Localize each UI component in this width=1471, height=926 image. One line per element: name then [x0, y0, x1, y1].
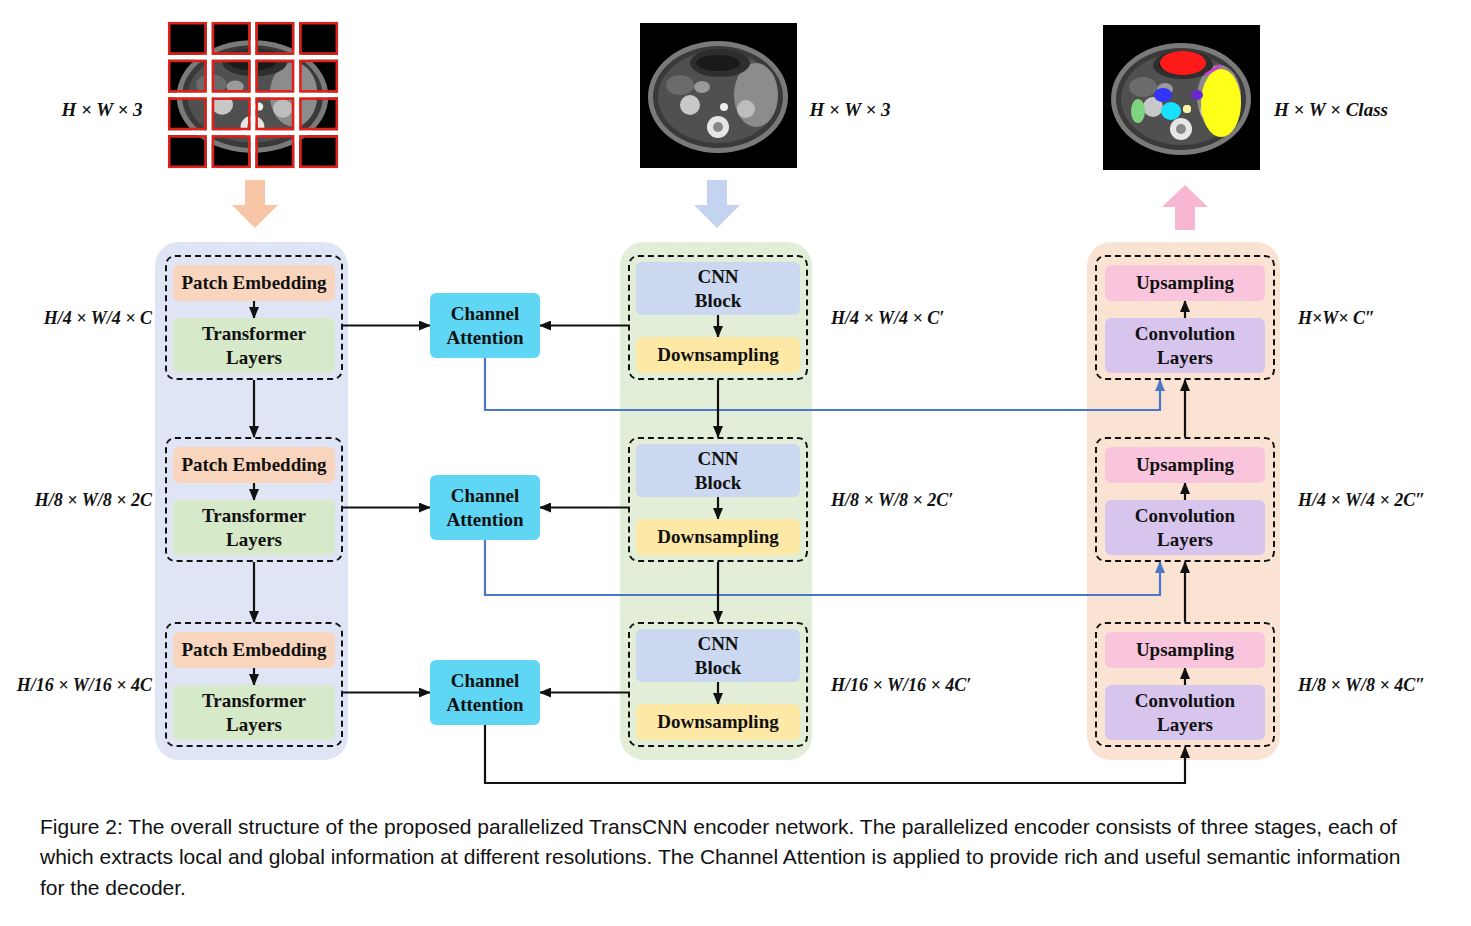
- stage-group: H/4 × W/4 × C′CNN BlockDownsampling: [628, 255, 808, 380]
- dimension-label: H/8 × W/8 × 2C: [35, 489, 152, 510]
- process-box: Transformer Layers: [173, 318, 335, 373]
- connector-arrow: [717, 562, 719, 622]
- dimension-label: H × W × 3: [61, 99, 142, 121]
- stage-group: H×W× C″UpsamplingConvolution Layers: [1095, 255, 1275, 380]
- box-label: Convolution Layers: [1120, 322, 1250, 368]
- process-box: Convolution Layers: [1105, 318, 1265, 373]
- process-box: CNN Block: [636, 444, 800, 497]
- process-box: CNN Block: [636, 629, 800, 682]
- encoder-panel: [155, 242, 348, 760]
- connector-arrow: [343, 324, 430, 326]
- dimension-label: H/8 × W/8 × 2C′: [831, 489, 953, 510]
- dimension-label: H/8 × W/8 × 4C″: [1298, 674, 1425, 695]
- dimension-label: H×W× C″: [1298, 307, 1375, 328]
- connector-arrow: [717, 682, 719, 704]
- connector-arrow: [540, 691, 628, 693]
- process-box: Downsampling: [636, 337, 800, 373]
- process-box: Upsampling: [1105, 447, 1265, 483]
- box-label: Transformer Layers: [189, 322, 319, 368]
- connector-arrow: [253, 483, 255, 500]
- process-box: Transformer Layers: [173, 685, 335, 740]
- box-label: Patch Embedding: [181, 271, 326, 294]
- dimension-label: H × W × 3: [809, 99, 890, 121]
- process-box: Patch Embedding: [173, 632, 335, 668]
- process-box: CNN Block: [636, 262, 800, 315]
- box-label: Patch Embedding: [181, 638, 326, 661]
- box-label: Channel Attention: [435, 302, 535, 348]
- process-box: Patch Embedding: [173, 265, 335, 301]
- connector-arrow: [253, 562, 255, 622]
- connector-arrow: [343, 691, 430, 693]
- box-label: CNN Block: [673, 632, 763, 678]
- input-arrow: [694, 180, 740, 228]
- connector-arrow: [253, 301, 255, 318]
- attention-box: Channel Attention: [430, 293, 540, 358]
- input-arrow: [232, 180, 278, 228]
- box-label: Upsampling: [1136, 271, 1234, 294]
- figure-caption: Figure 2: The overall structure of the p…: [40, 812, 1430, 903]
- connector-arrow: [717, 497, 719, 519]
- stage-group: H/16 × W/16 × 4C′CNN BlockDownsampling: [628, 622, 808, 747]
- connector-arrow: [485, 540, 1160, 595]
- box-label: Downsampling: [657, 710, 778, 733]
- connector-arrow: [343, 506, 430, 508]
- stage-group: H/8 × W/8 × 2C′CNN BlockDownsampling: [628, 437, 808, 562]
- process-box: Patch Embedding: [173, 447, 335, 483]
- connector-arrow: [485, 358, 1160, 410]
- box-label: Channel Attention: [435, 669, 535, 715]
- segmentation-image: [1103, 25, 1260, 170]
- dimension-label: H/4 × W/4 × C: [44, 307, 152, 328]
- process-box: Upsampling: [1105, 632, 1265, 668]
- connector-arrow: [1184, 562, 1186, 622]
- dimension-label: H/4 × W/4 × C′: [831, 307, 944, 328]
- box-label: Downsampling: [657, 525, 778, 548]
- connector-arrow: [1184, 483, 1186, 500]
- connector-arrow: [717, 315, 719, 337]
- box-label: Transformer Layers: [189, 689, 319, 735]
- box-label: Transformer Layers: [189, 504, 319, 550]
- patched-image: [168, 22, 338, 168]
- dimension-label: H × W × Class: [1274, 99, 1388, 121]
- connector-arrow: [717, 380, 719, 437]
- box-label: Patch Embedding: [181, 453, 326, 476]
- connector-arrow: [253, 668, 255, 685]
- attention-box: Channel Attention: [430, 475, 540, 540]
- decoder-panel: [1087, 242, 1280, 760]
- dimension-label: H/16 × W/16 × 4C: [17, 674, 152, 695]
- box-label: CNN Block: [673, 447, 763, 493]
- output-arrow: [1162, 185, 1208, 230]
- box-label: Upsampling: [1136, 638, 1234, 661]
- process-box: Convolution Layers: [1105, 500, 1265, 555]
- stage-group: H/4 × W/4 × CPatch EmbeddingTransformer …: [165, 255, 343, 380]
- attention-box: Channel Attention: [430, 660, 540, 725]
- dimension-label: H/4 × W/4 × 2C″: [1298, 489, 1425, 510]
- process-box: Downsampling: [636, 704, 800, 740]
- stage-group: H/8 × W/8 × 2CPatch EmbeddingTransformer…: [165, 437, 343, 562]
- box-label: Convolution Layers: [1120, 504, 1250, 550]
- box-label: CNN Block: [673, 265, 763, 311]
- box-label: Channel Attention: [435, 484, 535, 530]
- process-box: Upsampling: [1105, 265, 1265, 301]
- box-label: Upsampling: [1136, 453, 1234, 476]
- box-label: Convolution Layers: [1120, 689, 1250, 735]
- box-label: Downsampling: [657, 343, 778, 366]
- stage-group: H/4 × W/4 × 2C″UpsamplingConvolution Lay…: [1095, 437, 1275, 562]
- connector-arrow: [253, 380, 255, 437]
- stage-group: H/8 × W/8 × 4C″UpsamplingConvolution Lay…: [1095, 622, 1275, 747]
- cnn-panel: [620, 242, 812, 760]
- process-box: Downsampling: [636, 519, 800, 555]
- connector-arrow: [1184, 380, 1186, 437]
- dimension-label: H/16 × W/16 × 4C′: [831, 674, 971, 695]
- connector-arrow: [540, 324, 628, 326]
- process-box: Transformer Layers: [173, 500, 335, 555]
- connector-arrow: [1184, 668, 1186, 685]
- ct-image: [640, 23, 797, 168]
- connector-arrow: [540, 506, 628, 508]
- process-box: Convolution Layers: [1105, 685, 1265, 740]
- stage-group: H/16 × W/16 × 4CPatch EmbeddingTransform…: [165, 622, 343, 747]
- connector-arrow: [485, 725, 1185, 783]
- connector-arrow: [1184, 301, 1186, 318]
